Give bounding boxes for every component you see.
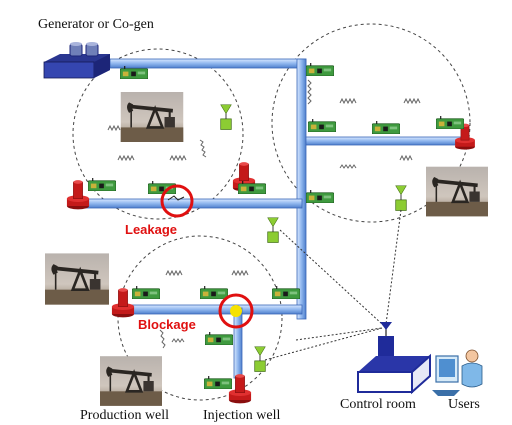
control-room-icon <box>357 322 431 395</box>
wireless-link-icon <box>165 269 183 277</box>
user-icon <box>432 349 483 396</box>
wireless-link-icon <box>403 97 421 105</box>
sensor-node-icon <box>205 332 233 345</box>
control-room-label: Control room <box>340 397 416 412</box>
wireless-link-icon <box>199 139 207 158</box>
comm-link <box>385 209 402 325</box>
wireless-link-icon <box>399 154 413 162</box>
users-label: Users <box>448 397 480 412</box>
wireless-link-icon <box>307 79 312 105</box>
wireless-link-icon <box>339 97 357 105</box>
coverage-circle-lower <box>117 235 283 401</box>
pipe-lower <box>123 304 303 315</box>
fault-ring-icon <box>160 184 194 218</box>
sensor-node-icon <box>306 190 334 203</box>
wireless-link-icon <box>339 164 357 169</box>
wellhead-icon <box>66 179 90 210</box>
pumpjack-photo-icon <box>426 167 488 217</box>
sensor-node-icon <box>204 376 232 389</box>
antenna-icon <box>254 346 266 372</box>
sensor-node-icon <box>308 119 336 132</box>
wireless-link-icon <box>171 338 185 343</box>
antenna-icon <box>267 217 279 243</box>
wellhead-icon <box>111 287 135 318</box>
coverage-areas <box>72 23 471 401</box>
sensor-node-icon <box>372 121 400 134</box>
blockage-label: Blockage <box>138 317 196 332</box>
pipe-main-vertical <box>296 58 307 320</box>
antenna-icon <box>220 104 232 130</box>
comm-links <box>264 209 402 361</box>
pumpjack-photo-icon <box>120 92 184 142</box>
wireless-link-icon <box>169 154 187 162</box>
sensor-node-icon <box>436 116 464 129</box>
comm-link <box>264 327 383 361</box>
wireless-links <box>107 79 421 349</box>
pumpjack-photo-icon <box>100 355 162 407</box>
pipe-right-branch <box>305 136 467 146</box>
injection-well-label: Injection well <box>203 408 281 423</box>
fault-ring-icon <box>218 293 254 329</box>
antenna-icon <box>395 185 407 211</box>
comm-link <box>279 229 383 325</box>
generator-label: Generator or Co-gen <box>38 17 154 32</box>
pipe-injection-down <box>233 307 243 379</box>
comm-link <box>295 327 383 341</box>
fault-markers <box>160 184 254 329</box>
production-well-label: Production well <box>80 408 170 423</box>
coverage-circle-upper-left <box>72 48 244 220</box>
pipe-top <box>109 58 307 69</box>
sensor-node-icon <box>306 63 334 76</box>
sensor-node-icon <box>88 178 116 191</box>
wireless-link-icon <box>231 269 249 277</box>
generator-icon <box>43 42 110 79</box>
sensor-node-icon <box>200 286 228 299</box>
pumpjack-photo-icon <box>45 253 109 305</box>
leakage-label: Leakage <box>125 222 178 237</box>
sensor-node-icon <box>132 286 160 299</box>
wellhead-icon <box>228 373 252 404</box>
coverage-circle-right <box>271 23 471 223</box>
sensor-node-icon <box>272 286 300 299</box>
wireless-link-icon <box>107 124 121 132</box>
wireless-link-icon <box>159 329 166 349</box>
wireless-link-icon <box>117 154 135 162</box>
